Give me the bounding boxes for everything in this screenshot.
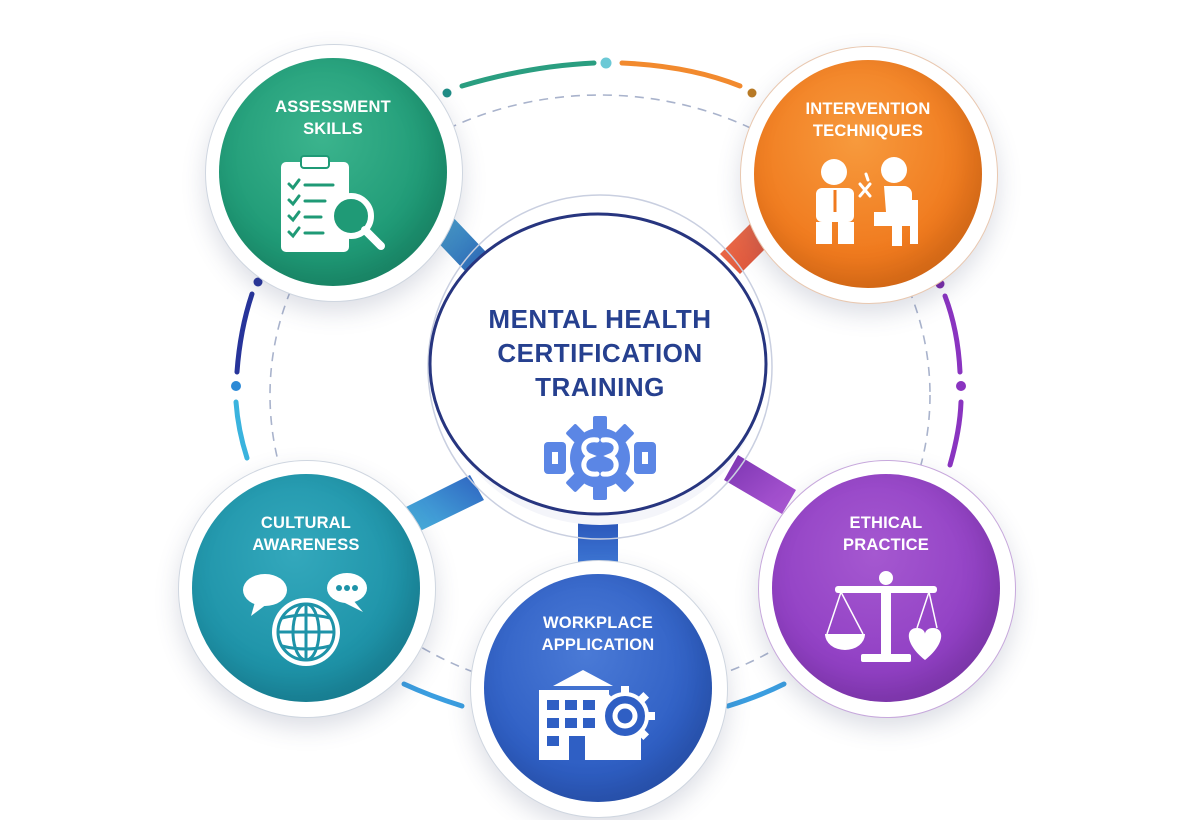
certification-diagram: MENTAL HEALTH CERTIFICATION TRAINING ASS… (178, 44, 1018, 818)
center-title: MENTAL HEALTH CERTIFICATION TRAINING (488, 304, 712, 402)
arc-left-upper (234, 291, 255, 375)
center-circle (428, 212, 768, 516)
dashed-orbit (269, 94, 931, 696)
gear-brain-icon (544, 416, 656, 500)
arc-right-lower (947, 399, 964, 468)
arc-top-left (459, 60, 597, 89)
arc-right-upper (942, 293, 963, 375)
connector-ethical (724, 455, 796, 514)
globe-speech-bubbles-icon (243, 573, 367, 666)
arc-dot (231, 381, 241, 391)
node-label: ETHICAL PRACTICE (843, 514, 929, 554)
arc-bottom-right (725, 681, 787, 709)
building-gear-icon (539, 670, 655, 760)
arc-bottom-left (401, 681, 465, 709)
node-assessment-skills[interactable]: ASSESSMENT SKILLS (205, 44, 465, 304)
arc-top-right (619, 60, 743, 89)
node-workplace-application[interactable]: WORKPLACE APPLICATION (470, 560, 730, 820)
arc-left-lower (233, 399, 250, 461)
node-label: INTERVENTION TECHNIQUES (805, 100, 931, 140)
diagram-background-lines (231, 57, 966, 709)
scales-heart-icon (825, 571, 942, 662)
connector-cultural (404, 475, 484, 532)
arc-dot (747, 88, 757, 98)
arc-dot (442, 88, 452, 98)
arc-dot (600, 57, 612, 69)
node-label: CULTURAL AWARENESS (252, 514, 360, 554)
node-label: ASSESSMENT SKILLS (275, 98, 391, 138)
node-ethical-practice[interactable]: ETHICAL PRACTICE (758, 460, 1018, 720)
counseling-session-icon (816, 157, 918, 246)
center-outer-ring (427, 194, 773, 540)
arc-dot (253, 277, 263, 287)
node-cultural-awareness[interactable]: CULTURAL AWARENESS (178, 460, 438, 720)
node-label: WORKPLACE APPLICATION (541, 614, 655, 654)
node-intervention-techniques[interactable]: INTERVENTION TECHNIQUES (740, 46, 1000, 306)
arc-dot (956, 381, 966, 391)
clipboard-magnifier-icon (281, 155, 385, 252)
